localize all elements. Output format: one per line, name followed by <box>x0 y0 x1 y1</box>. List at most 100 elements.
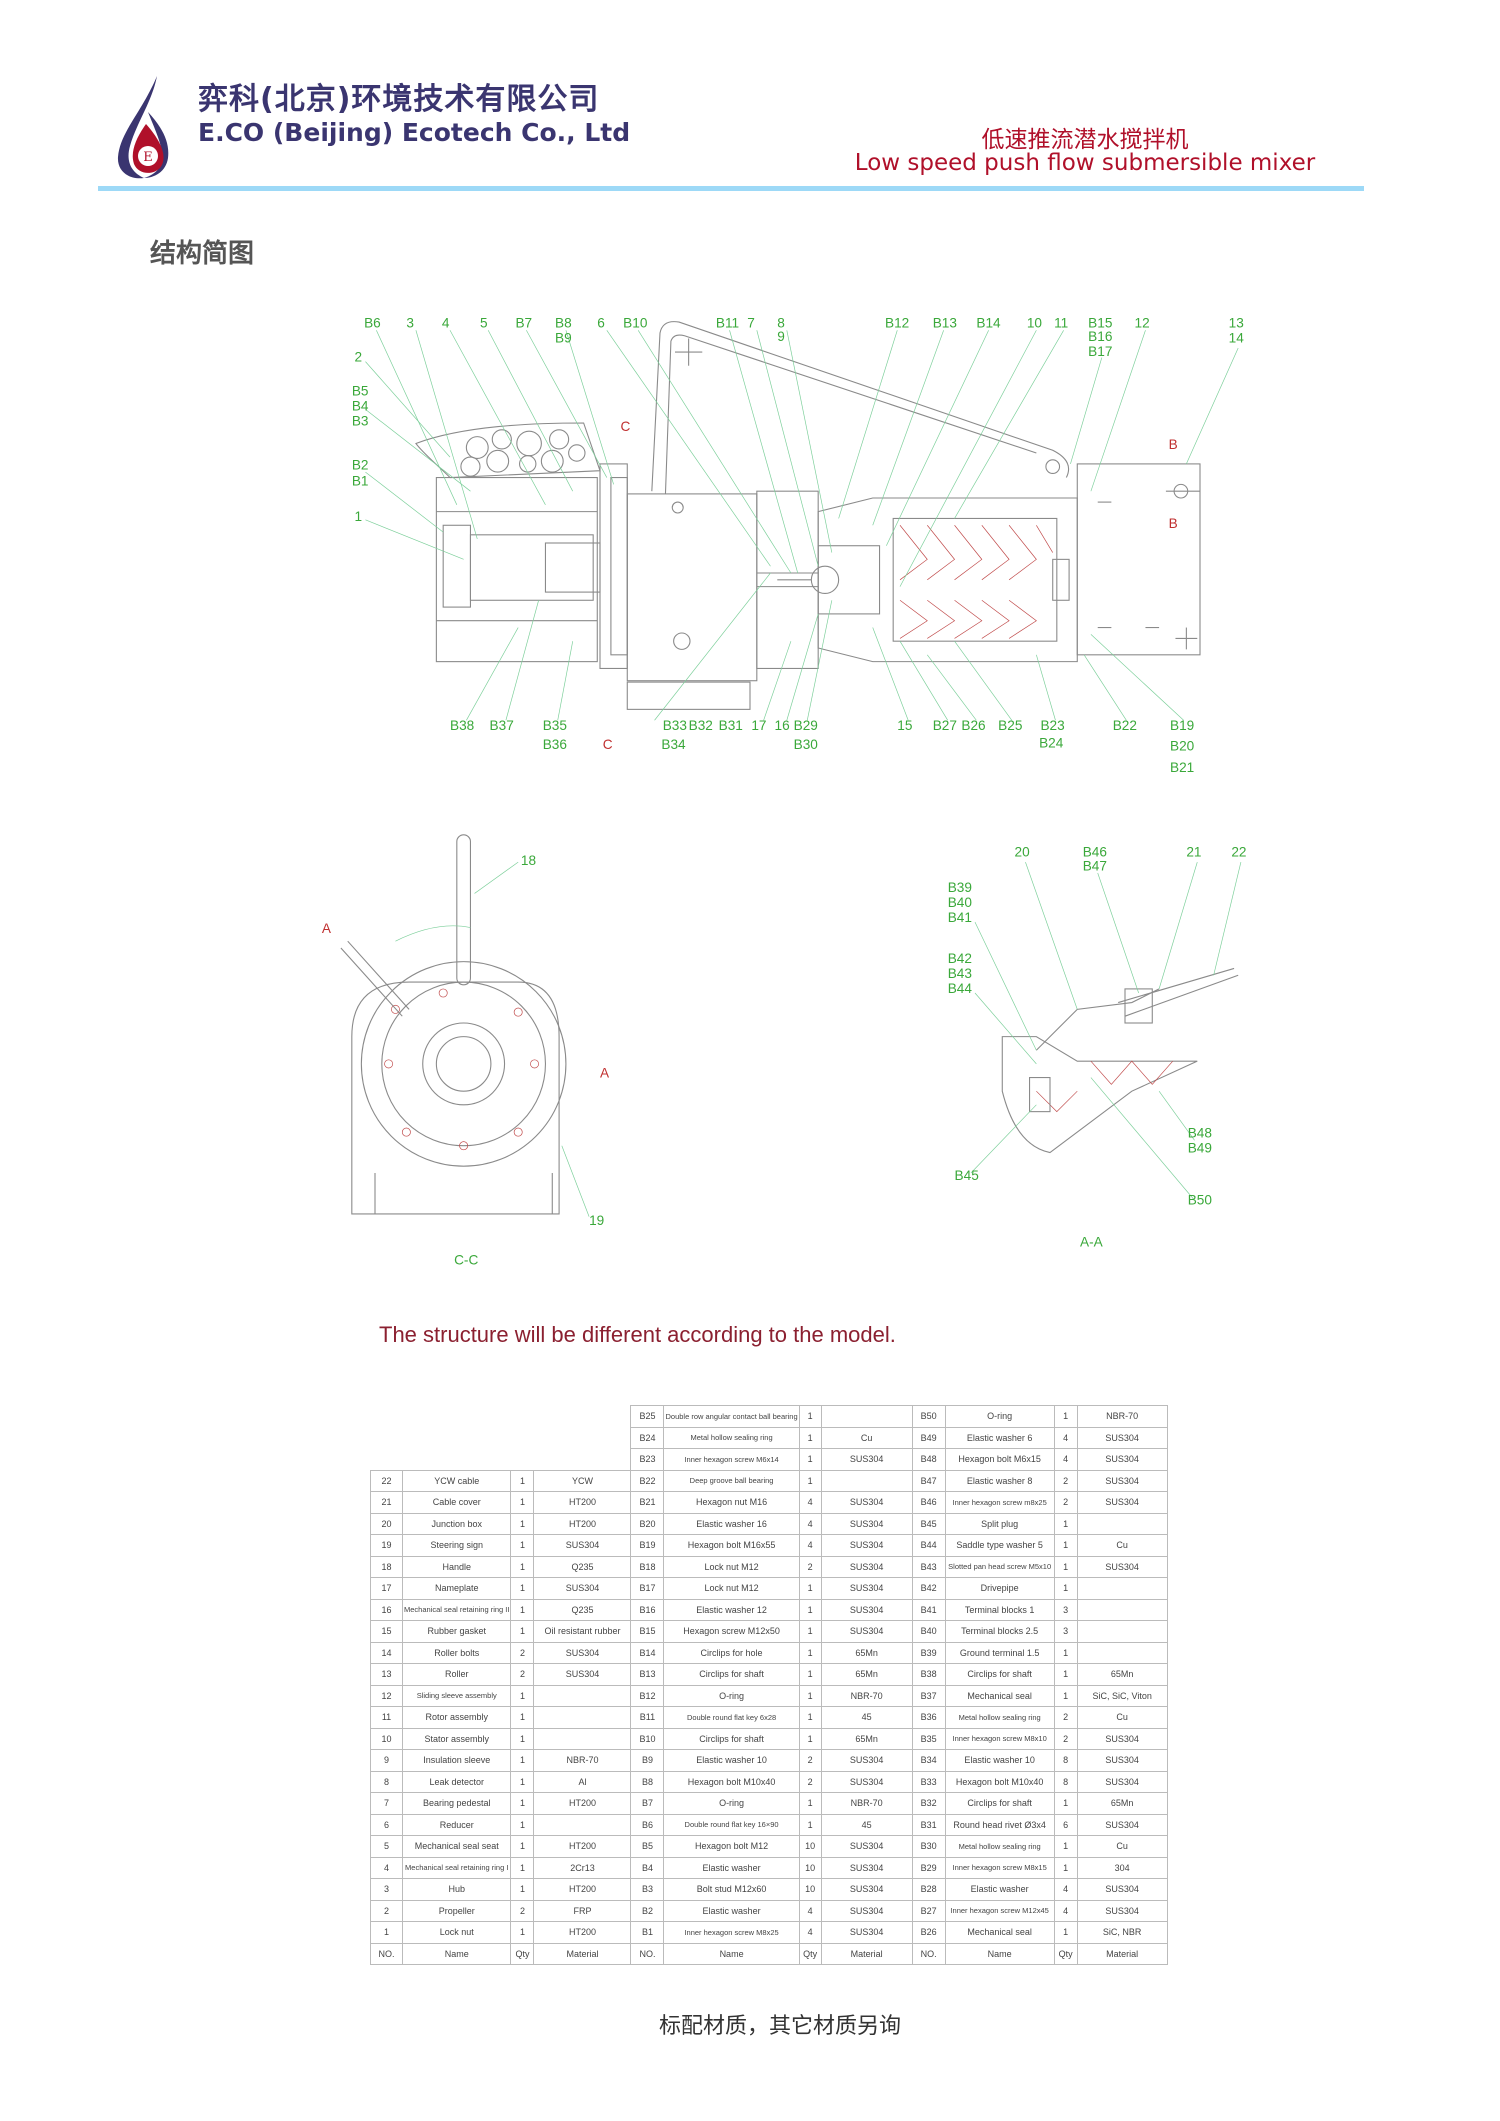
table-cell: Circlips for shaft <box>663 1727 800 1750</box>
table-cell: HT200 <box>533 1878 632 1901</box>
callout-label: 2 <box>355 350 363 365</box>
table-cell: 1 <box>510 1555 535 1578</box>
table-cell: 1 <box>1053 1663 1078 1686</box>
table-cell: B33 <box>911 1770 946 1793</box>
table-cell: SUS304 <box>1076 1899 1168 1922</box>
table-cell: B31 <box>911 1813 946 1836</box>
table-cell: Mechanical seal retaining ring II <box>401 1598 512 1621</box>
callout-label: 5 <box>480 316 488 331</box>
callout-label: B42 <box>948 951 972 966</box>
table-cell: SUS304 <box>533 1641 632 1664</box>
table-cell: B3 <box>630 1878 665 1901</box>
table-cell: NO. <box>911 1942 946 1965</box>
table-cell: B37 <box>911 1684 946 1707</box>
table-cell: Inner hexagon screw M12x45 <box>944 1899 1055 1922</box>
table-cell: 2 <box>510 1663 535 1686</box>
table-cell: SUS304 <box>1076 1770 1168 1793</box>
propeller-texture <box>460 429 586 477</box>
table-cell: 2 <box>1053 1491 1078 1514</box>
table-cell <box>533 1684 632 1707</box>
table-cell: 2 <box>798 1555 822 1578</box>
table-cell: 19 <box>370 1534 403 1557</box>
callout-label: 8 <box>777 316 785 331</box>
table-cell: SUS304 <box>820 1512 913 1535</box>
table-cell: Double row angular contact ball bearing <box>663 1405 800 1428</box>
table-cell: Material <box>533 1942 632 1965</box>
table-cell: 12 <box>370 1684 403 1707</box>
table-cell: 1 <box>798 1706 822 1729</box>
table-cell: Elastic washer <box>663 1856 800 1879</box>
callout-label: B14 <box>976 316 1001 331</box>
table-cell: Qty <box>510 1942 535 1965</box>
callout-label: B19 <box>1170 718 1194 733</box>
table-cell: Q235 <box>533 1598 632 1621</box>
callout-label: B36 <box>543 737 567 752</box>
stator-coils <box>899 525 1054 639</box>
table-cell: Name <box>944 1942 1055 1965</box>
table-cell: Propeller <box>401 1899 512 1922</box>
table-cell <box>533 1813 632 1836</box>
table-cell: 1 <box>1053 1641 1078 1664</box>
table-cell: 20 <box>370 1512 403 1535</box>
callout-label: B30 <box>794 737 819 752</box>
table-cell: 13 <box>370 1663 403 1686</box>
product-title-en: Low speed push flow submersible mixer <box>854 150 1316 176</box>
table-cell: 1 <box>798 1577 822 1600</box>
table-cell: 2 <box>1053 1727 1078 1750</box>
table-cell: Elastic washer 12 <box>663 1598 800 1621</box>
table-cell: Double round flat key 6x28 <box>663 1706 800 1729</box>
table-cell: Lock nut M12 <box>663 1555 800 1578</box>
table-cell: SUS304 <box>820 1577 913 1600</box>
table-cell: 4 <box>798 1534 822 1557</box>
table-cell: O-ring <box>663 1684 800 1707</box>
section-mark: B <box>1169 516 1178 531</box>
table-cell: SUS304 <box>820 1598 913 1621</box>
table-cell <box>533 1706 632 1729</box>
table-cell: B25 <box>630 1405 665 1428</box>
table-cell: Oil resistant rubber <box>533 1620 632 1643</box>
table-cell: B36 <box>911 1706 946 1729</box>
table-cell: 304 <box>1076 1856 1168 1879</box>
table-cell: Saddle type washer 5 <box>944 1534 1055 1557</box>
table-cell: NBR-70 <box>820 1684 913 1707</box>
table-cell: 1 <box>798 1792 822 1815</box>
callout-label: B43 <box>948 966 972 981</box>
table-cell: 4 <box>798 1921 822 1944</box>
table-cell: 6 <box>1053 1813 1078 1836</box>
table-cell: HT200 <box>533 1491 632 1514</box>
callout-label: B15 <box>1088 316 1112 331</box>
table-cell: SUS304 <box>1076 1878 1168 1901</box>
empty-cell <box>511 1406 534 1428</box>
callout-label: B39 <box>948 880 972 895</box>
callout-label: 12 <box>1135 316 1150 331</box>
table-cell: Bolt stud M12x60 <box>663 1878 800 1901</box>
table-cell: Handle <box>401 1555 512 1578</box>
view-label-a-a: A-A <box>1080 1235 1104 1250</box>
table-cell: FRP <box>533 1899 632 1922</box>
table-cell: 10 <box>370 1727 403 1750</box>
table-cell: B26 <box>911 1921 946 1944</box>
table-cell: SUS304 <box>1076 1426 1168 1449</box>
table-cell: Drivepipe <box>944 1577 1055 1600</box>
callout-label: B50 <box>1188 1192 1213 1207</box>
table-cell: Name <box>401 1942 512 1965</box>
table-cell: B43 <box>911 1555 946 1578</box>
callout-label: 20 <box>1015 845 1031 860</box>
callout-label: B16 <box>1088 329 1112 344</box>
table-cell: 1 <box>370 1921 403 1944</box>
company-logo: E <box>117 76 169 179</box>
callout-label: 21 <box>1186 845 1201 860</box>
table-cell: Leak detector <box>401 1770 512 1793</box>
table-cell: 65Mn <box>1076 1792 1168 1815</box>
table-cell: Circlips for shaft <box>944 1663 1055 1686</box>
table-cell: SUS304 <box>1076 1448 1168 1471</box>
table-cell: SUS304 <box>820 1448 913 1471</box>
table-cell: B7 <box>630 1792 665 1815</box>
callout-label: 19 <box>589 1213 604 1228</box>
callout-label: B48 <box>1188 1126 1212 1141</box>
